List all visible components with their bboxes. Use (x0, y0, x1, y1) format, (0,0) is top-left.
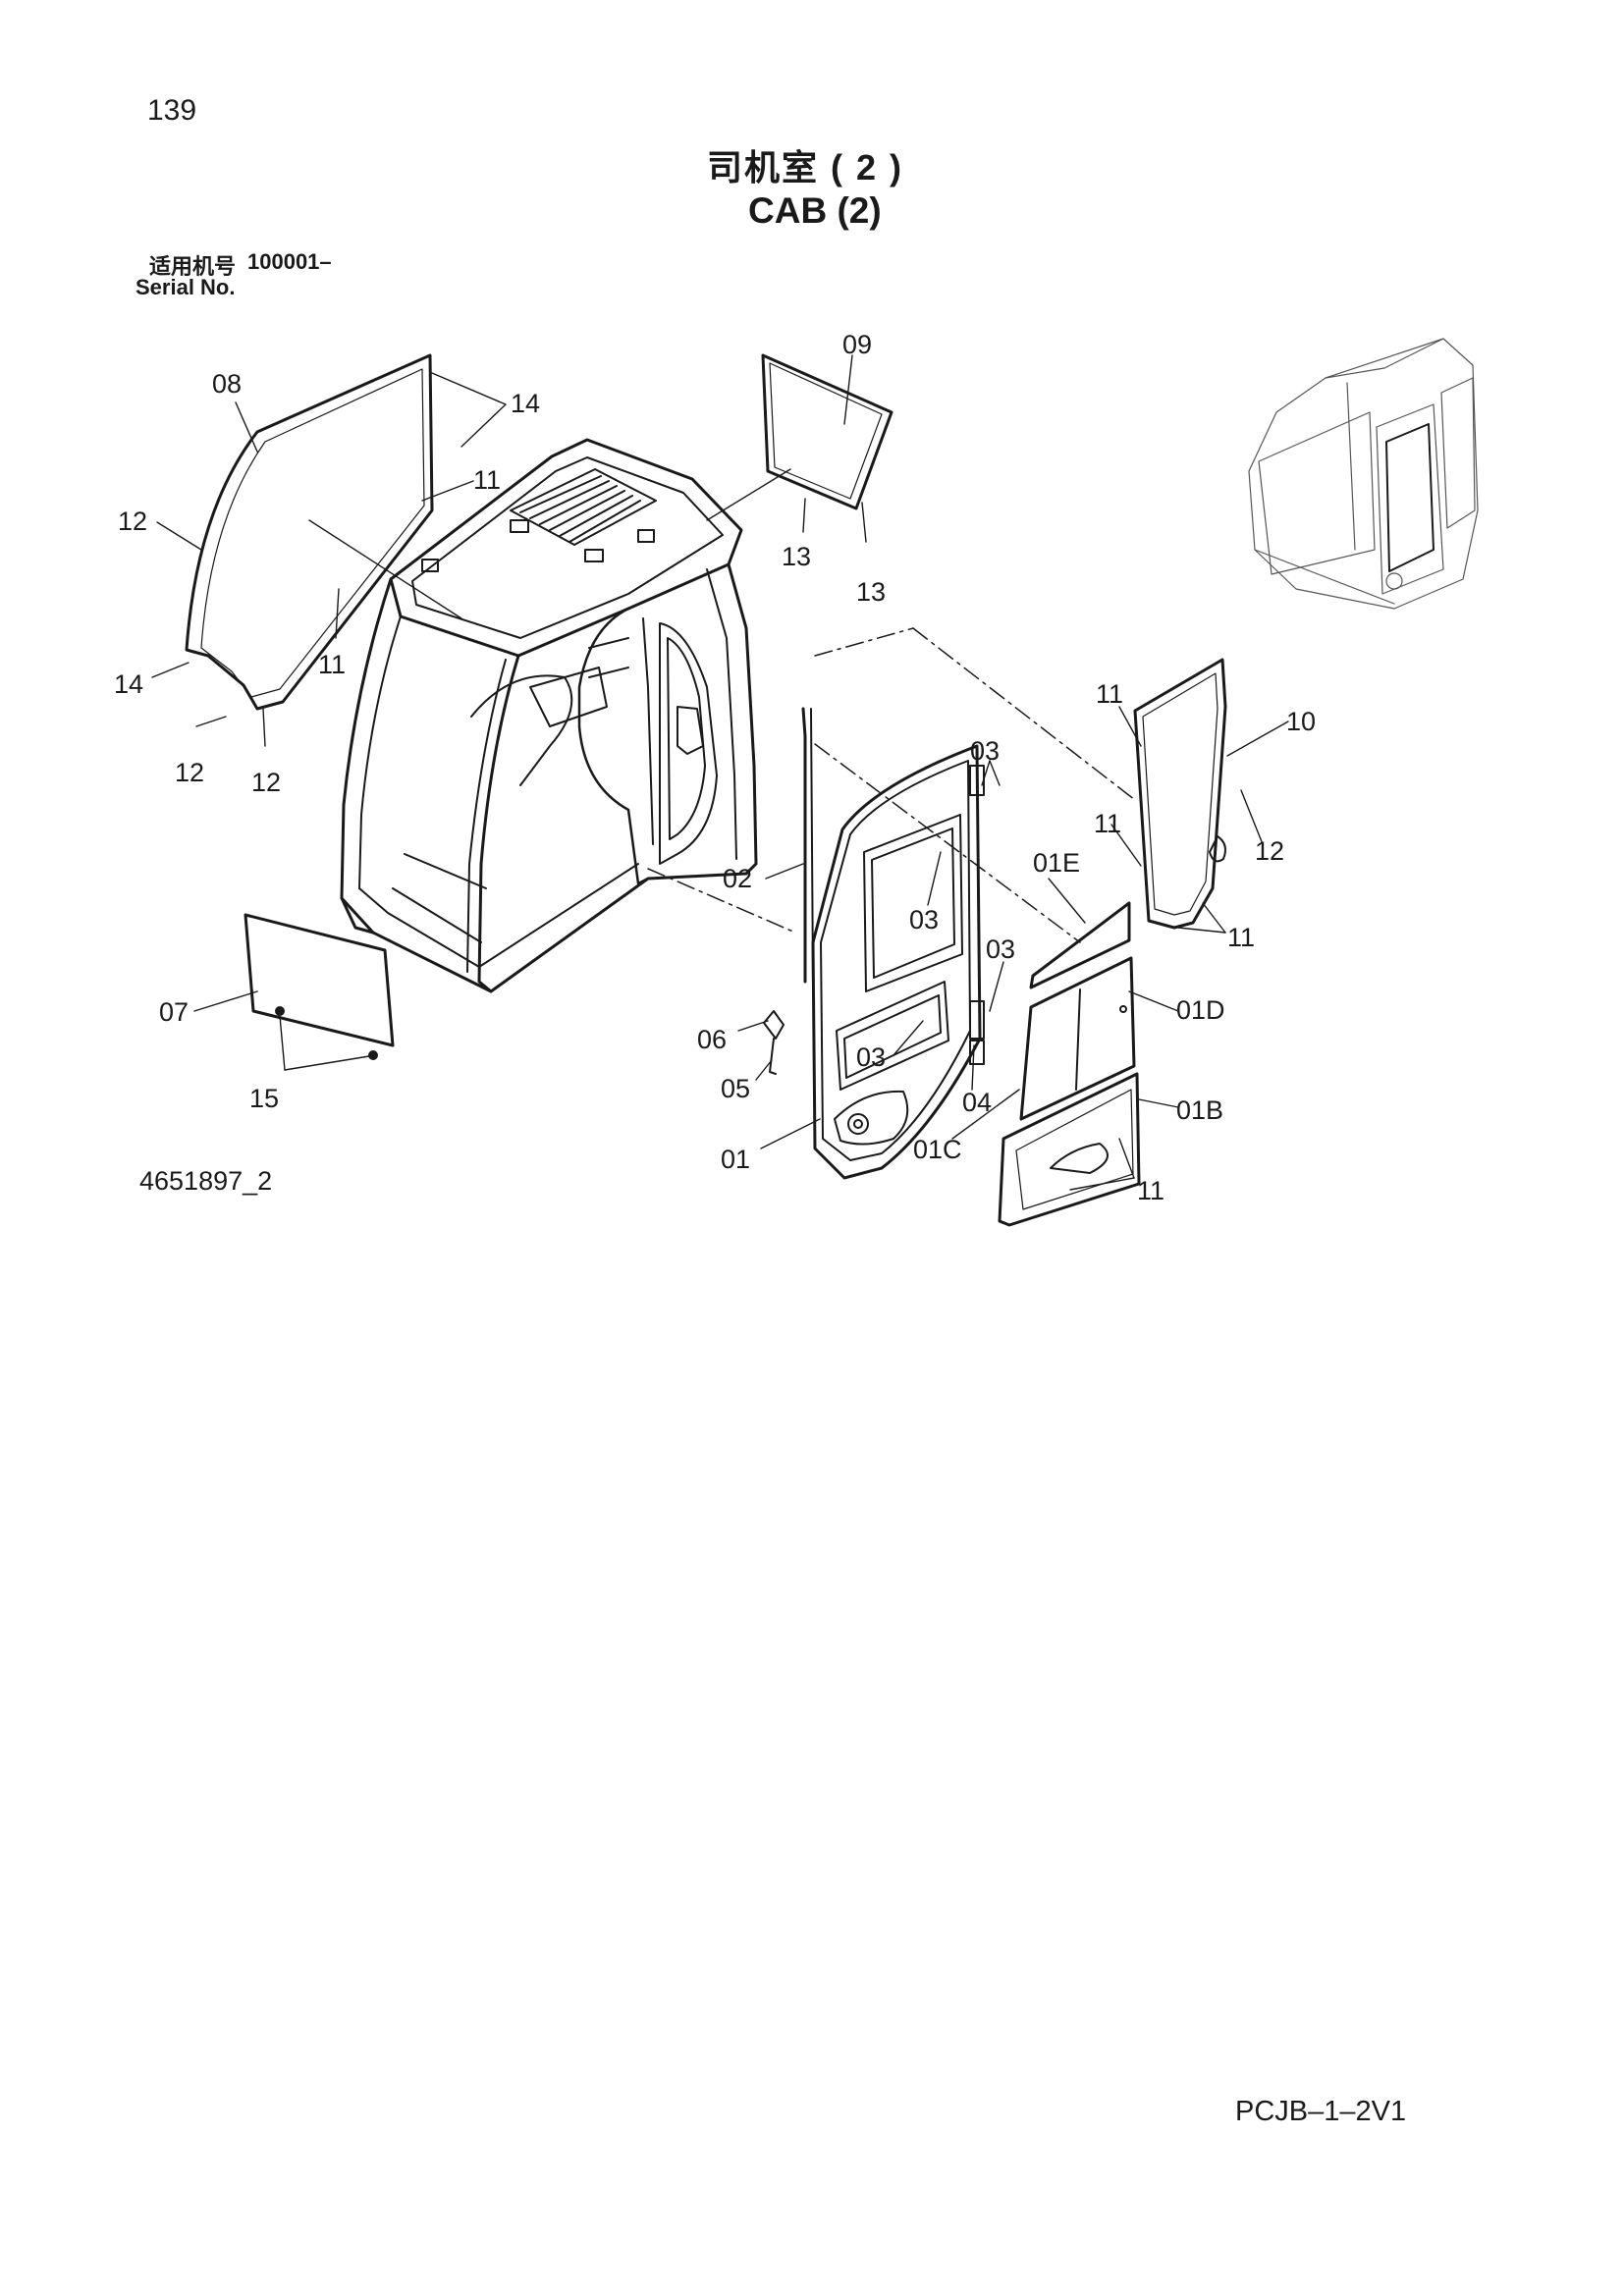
serial-number-value: 100001– (247, 249, 332, 274)
page-title-english: CAB (2) (748, 190, 882, 231)
callout-03: 03 (970, 736, 1000, 766)
roof-window-glass (761, 353, 893, 510)
callout-01: 01 (721, 1145, 750, 1174)
door-glass-middle (1019, 956, 1136, 1121)
callout-13: 13 (782, 542, 811, 571)
callout-11: 11 (1137, 1176, 1164, 1205)
callout-13: 13 (856, 577, 886, 607)
callout-03: 03 (909, 905, 939, 934)
reference-cab-thumbnail (1248, 338, 1479, 610)
callout-11: 11 (1096, 679, 1123, 709)
callout-02: 02 (723, 864, 752, 893)
callout-10: 10 (1286, 707, 1316, 736)
door-latch-parts (763, 1010, 785, 1075)
cab-exploded-diagram: 08 14 11 12 11 14 12 12 09 13 13 11 10 1… (114, 330, 1479, 1227)
callout-08: 08 (212, 369, 242, 399)
callout-04: 04 (962, 1088, 992, 1117)
alignment-lines (647, 627, 1136, 943)
callout-03: 03 (986, 934, 1015, 964)
serial-label-english: Serial No. (135, 275, 236, 299)
serial-label-chinese: 适用机号 (149, 254, 237, 279)
callout-05: 05 (721, 1074, 750, 1103)
cab-door (811, 744, 985, 1180)
callout-14: 14 (114, 669, 143, 699)
page-title-chinese: 司机室 ( 2 ) (707, 147, 904, 187)
callout-labels: 08 14 11 12 11 14 12 12 09 13 13 11 10 1… (114, 330, 1316, 1205)
callout-11: 11 (318, 650, 346, 679)
door-gasket (801, 707, 814, 984)
callout-01B: 01B (1176, 1095, 1223, 1125)
page-number: 139 (147, 94, 197, 127)
cab-frame (340, 438, 758, 993)
callout-12: 12 (1255, 836, 1284, 866)
callout-01C: 01C (913, 1135, 962, 1164)
callout-12: 12 (118, 507, 147, 536)
callout-07: 07 (159, 997, 189, 1027)
callout-12: 12 (251, 768, 281, 797)
drawing-number: 4651897_2 (139, 1166, 273, 1196)
callout-14: 14 (511, 389, 540, 418)
document-code: PCJB–1–2V1 (1235, 2096, 1407, 2127)
right-side-glass (1133, 658, 1227, 930)
callout-11: 11 (1094, 809, 1121, 838)
callout-11: 11 (473, 465, 501, 495)
callout-09: 09 (842, 330, 872, 359)
callout-01D: 01D (1176, 995, 1225, 1025)
door-glass-upper (1029, 901, 1131, 989)
callout-01E: 01E (1033, 848, 1080, 878)
callout-12: 12 (175, 758, 204, 787)
left-lower-glass (244, 913, 395, 1060)
callout-15: 15 (249, 1084, 279, 1113)
leader-lines (151, 354, 1289, 1191)
callout-03: 03 (856, 1042, 886, 1072)
callout-06: 06 (697, 1025, 727, 1054)
callout-11: 11 (1227, 923, 1255, 952)
front-windshield-glass (185, 353, 434, 711)
